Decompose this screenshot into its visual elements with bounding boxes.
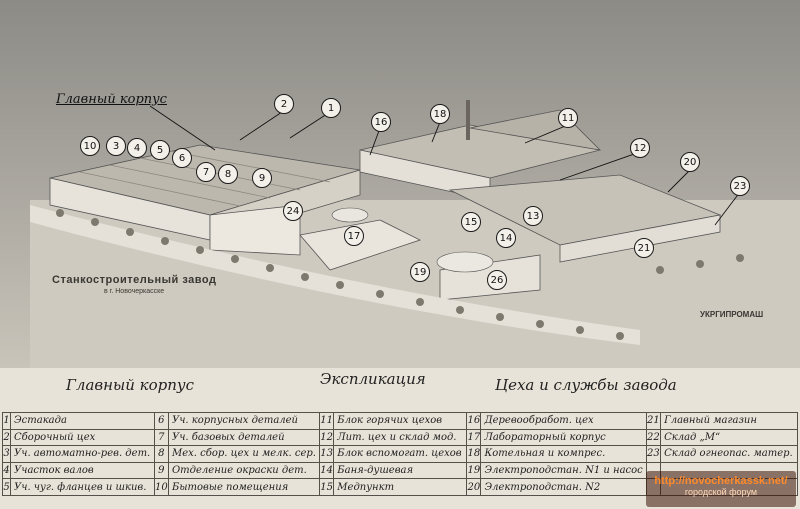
item-number: 8 [153,445,169,463]
marker-10: 10 [80,136,100,156]
organization-stamp: УКРГИПРОМАШ [700,310,764,319]
item-name: Эстакада [10,412,155,430]
marker-1: 1 [321,98,341,118]
marker-19: 19 [410,262,430,282]
marker-6: 6 [172,148,192,168]
heading-main-building: Главный корпус [66,376,195,394]
marker-13: 13 [523,206,543,226]
item-name: Блок горячих цехов [333,412,468,430]
item-number: 13 [318,445,335,463]
marker-16: 16 [371,112,391,132]
marker-7: 7 [196,162,216,182]
item-number: 5 [2,478,11,496]
marker-8: 8 [218,164,238,184]
item-name: Деревообработ. цех [480,412,647,430]
item-number: 15 [318,478,335,496]
item-name: Баня-душевая [333,461,468,480]
explication-sheet: Главный корпус Экспликация Цеха и службы… [0,368,800,509]
watermark-url: http://novocherkassk.net/ [654,475,788,487]
item-name: Блок вспомогат. цехов [333,445,468,463]
marker-9: 9 [252,168,272,188]
item-number: 4 [2,461,11,480]
item-number: 21 [645,412,662,430]
item-name: Медпункт [333,478,468,496]
heading-workshops: Цеха и службы завода [495,376,677,394]
item-name: Котельная и компрес. [480,445,647,463]
factory-drawing [30,100,744,345]
forum-watermark: http://novocherkassk.net/ городской фору… [646,471,796,507]
plant-city: в г. Новочеркасске [104,288,165,295]
item-name: Электроподстан. N2 [480,478,647,496]
item-number: 22 [645,428,662,447]
item-number: 1 [2,412,11,430]
item-number: 19 [466,461,482,480]
item-name: Отделение окраски дет. [167,461,320,480]
marker-12: 12 [630,138,650,158]
marker-23: 23 [730,176,750,196]
item-name: Участок валов [10,461,155,480]
item-number: 14 [318,461,335,480]
plant-title: Станкостроительный завод [52,274,217,286]
item-number: 3 [2,445,11,463]
item-number: 10 [153,478,169,496]
item-number: 7 [153,428,169,447]
factory-photo: Главный корпус 1 2 3 4 5 6 7 8 9 10 11 1… [0,0,800,368]
marker-4: 4 [127,138,147,158]
marker-14: 14 [496,228,516,248]
marker-26: 26 [487,270,507,290]
item-name: Мех. сбор. цех и мелк. сер. [167,445,320,463]
heading-explication: Экспликация [320,370,426,388]
item-name: Уч. корпусных деталей [167,412,320,430]
item-number: 6 [153,412,169,430]
item-name: Сборочный цех [10,428,155,447]
item-name: Склад „М“ [660,428,798,447]
marker-3: 3 [106,136,126,156]
marker-5: 5 [150,140,170,160]
item-name: Лабораторный корпус [480,428,647,447]
item-number: 11 [318,412,335,430]
item-name: Лит. цех и склад мод. [333,428,468,447]
marker-21: 21 [634,238,654,258]
main-building-label: Главный корпус [56,92,167,107]
item-number: 2 [2,428,11,447]
marker-2: 2 [274,94,294,114]
marker-17: 17 [344,226,364,246]
item-number: 23 [645,445,662,463]
item-name: Уч. чуг. фланцев и шкив. [10,478,155,496]
item-name: Главный магазин [660,412,798,430]
item-number: 9 [153,461,169,480]
item-name: Электроподстан. N1 и насос [480,461,647,480]
item-number: 12 [318,428,335,447]
marker-20: 20 [680,152,700,172]
item-name: Уч. базовых деталей [167,428,320,447]
watermark-subtitle: городской форум [684,487,758,497]
marker-24: 24 [283,201,303,221]
marker-11: 11 [558,108,578,128]
item-name: Бытовые помещения [167,478,320,496]
item-number: 20 [466,478,482,496]
item-number: 16 [466,412,482,430]
item-name: Склад огнеопас. матер. [660,445,798,463]
item-name: Уч. автоматно-рев. дет. [10,445,155,463]
item-number: 17 [466,428,482,447]
marker-15: 15 [461,212,481,232]
item-number: 18 [466,445,482,463]
marker-18: 18 [430,104,450,124]
